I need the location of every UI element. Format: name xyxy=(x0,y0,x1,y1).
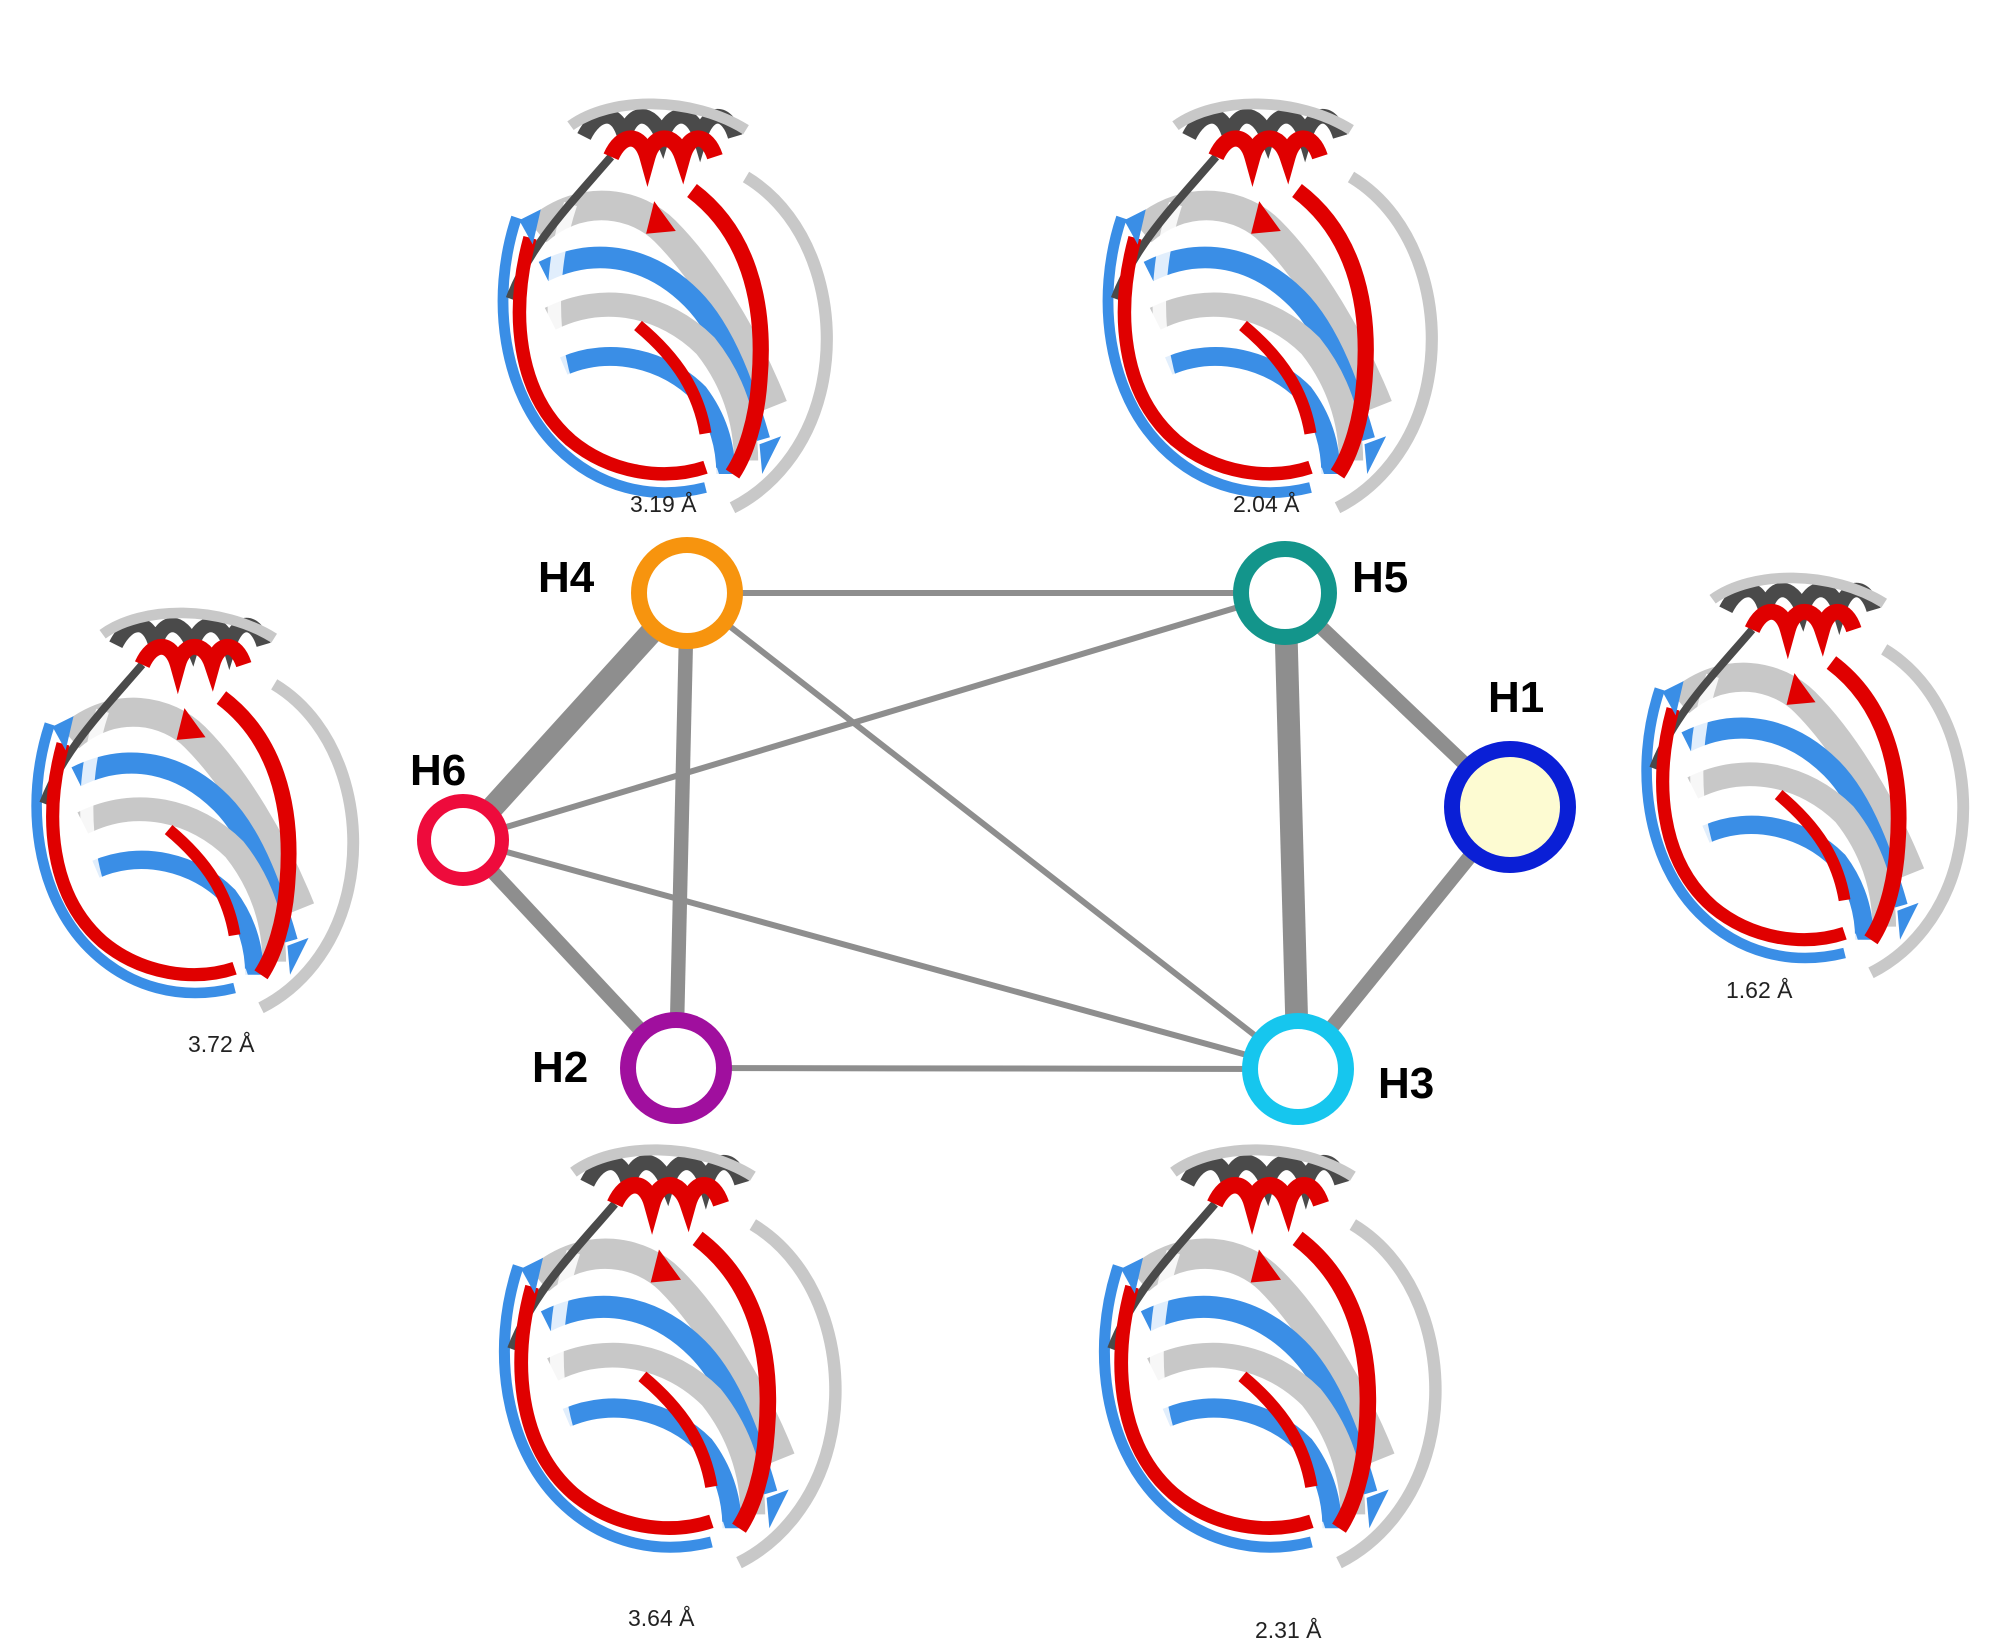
rmsd-label-h6: 3.72 Å xyxy=(188,1030,255,1057)
edge-h4-h2 xyxy=(668,592,695,1069)
structure-h6 xyxy=(37,613,354,1008)
node-label-h3: H3 xyxy=(1378,1059,1434,1108)
node-h2 xyxy=(620,1012,732,1124)
node-h1 xyxy=(1444,741,1576,873)
rmsd-label-h2: 3.64 Å xyxy=(628,1604,695,1631)
node-label-h5: H5 xyxy=(1352,553,1408,602)
network-nodes xyxy=(417,537,1576,1125)
node-label-h1: H1 xyxy=(1488,673,1544,722)
node-label-h2: H2 xyxy=(532,1043,588,1092)
network-edges xyxy=(454,585,1516,1074)
node-h5 xyxy=(1233,541,1337,645)
edge-h6-h5 xyxy=(462,590,1286,843)
node-h4 xyxy=(631,537,743,649)
structure-h1 xyxy=(1647,578,1964,973)
structure-h3 xyxy=(1104,1150,1435,1563)
edge-h5-h3 xyxy=(1273,592,1310,1070)
node-label-h6: H6 xyxy=(410,746,466,795)
node-label-h4: H4 xyxy=(538,553,595,602)
edge-h4-h3 xyxy=(685,590,1300,1072)
rmsd-label-h3: 2.31 Å xyxy=(1255,1616,1322,1643)
node-h3 xyxy=(1242,1013,1354,1125)
structure-h4 xyxy=(503,104,827,508)
rmsd-label-h1: 1.62 Å xyxy=(1726,976,1793,1003)
rmsd-label-h5: 2.04 Å xyxy=(1233,490,1300,517)
edge-h6-h3 xyxy=(462,837,1299,1072)
structure-h2 xyxy=(504,1150,835,1563)
structure-h5 xyxy=(1108,104,1432,508)
edge-h2-h3 xyxy=(675,1065,1299,1072)
node-h6 xyxy=(417,794,509,886)
rmsd-label-h4: 3.19 Å xyxy=(630,490,697,517)
